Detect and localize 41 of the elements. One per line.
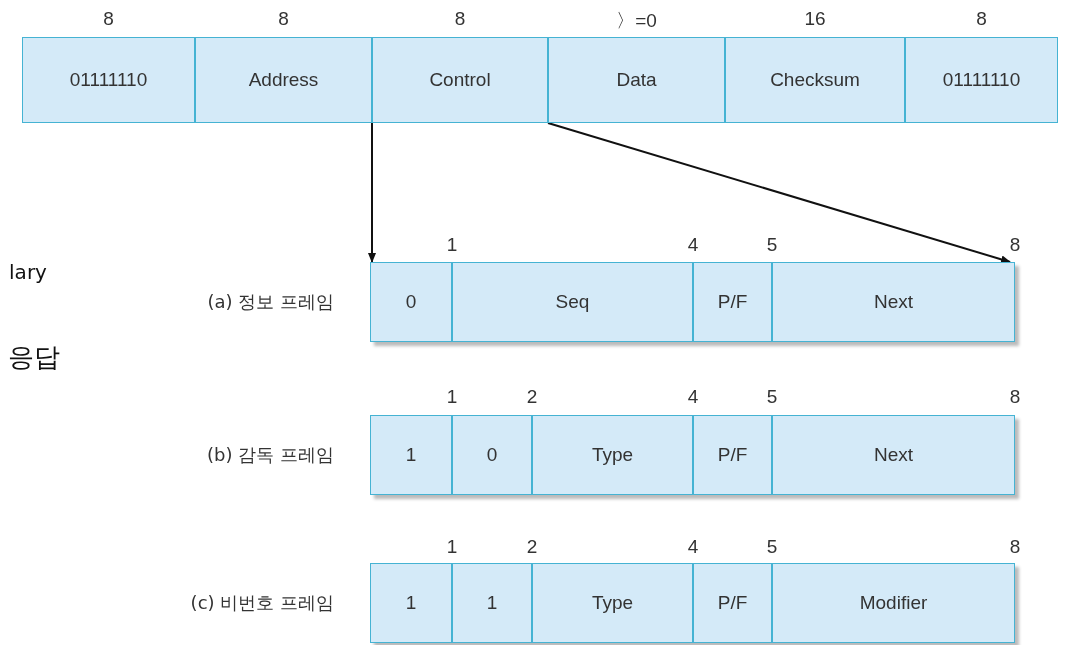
- bit-position-label: 4: [687, 386, 699, 408]
- bit-width-label: 8: [454, 8, 466, 30]
- field-cell: Type: [532, 415, 693, 495]
- bit-position-label: 2: [526, 386, 538, 408]
- field-cell: Next: [772, 415, 1015, 495]
- frame-caption: (b) 감독 프레임: [207, 443, 334, 467]
- text-fragment: lary: [9, 260, 47, 284]
- text-fragment: 응답: [8, 340, 60, 374]
- bit-width-label: 8: [103, 8, 114, 30]
- bit-position-label: 5: [766, 234, 778, 256]
- field-cell: Type: [532, 563, 693, 643]
- bit-position-label: 8: [1009, 536, 1021, 558]
- bit-position-label: 1: [446, 386, 458, 408]
- bit-position-label: 1: [446, 234, 458, 256]
- bit-width-label: 8: [976, 8, 987, 30]
- arrow: [368, 122, 376, 263]
- bit-position-label: 4: [687, 234, 699, 256]
- bit-position-label: 5: [766, 386, 778, 408]
- bit-position-label: 8: [1009, 386, 1021, 408]
- field-cell: Modifier: [772, 563, 1015, 643]
- field-cell: Seq: [452, 262, 693, 342]
- frame-caption: (c) 비번호 프레임: [190, 591, 334, 615]
- bit-position-label: 2: [526, 536, 538, 558]
- bit-position-label: 1: [446, 536, 458, 558]
- field-cell: P/F: [693, 262, 772, 342]
- field-cell: 1: [370, 563, 452, 643]
- field-cell: Next: [772, 262, 1015, 342]
- arrow: [547, 122, 1011, 264]
- frame-caption: (a) 정보 프레임: [207, 290, 334, 314]
- bit-position-label: 8: [1009, 234, 1021, 256]
- bit-position-label: 4: [687, 536, 699, 558]
- field-cell: 0: [370, 262, 452, 342]
- field-cell: 0: [452, 415, 532, 495]
- field-cell: P/F: [693, 563, 772, 643]
- bit-width-label: 〉=0: [616, 9, 657, 33]
- field-cell: 1: [452, 563, 532, 643]
- field-cell: P/F: [693, 415, 772, 495]
- field-cell: 1: [370, 415, 452, 495]
- bit-width-label: 16: [804, 8, 826, 30]
- bit-position-label: 5: [766, 536, 778, 558]
- bit-width-label: 8: [278, 8, 289, 30]
